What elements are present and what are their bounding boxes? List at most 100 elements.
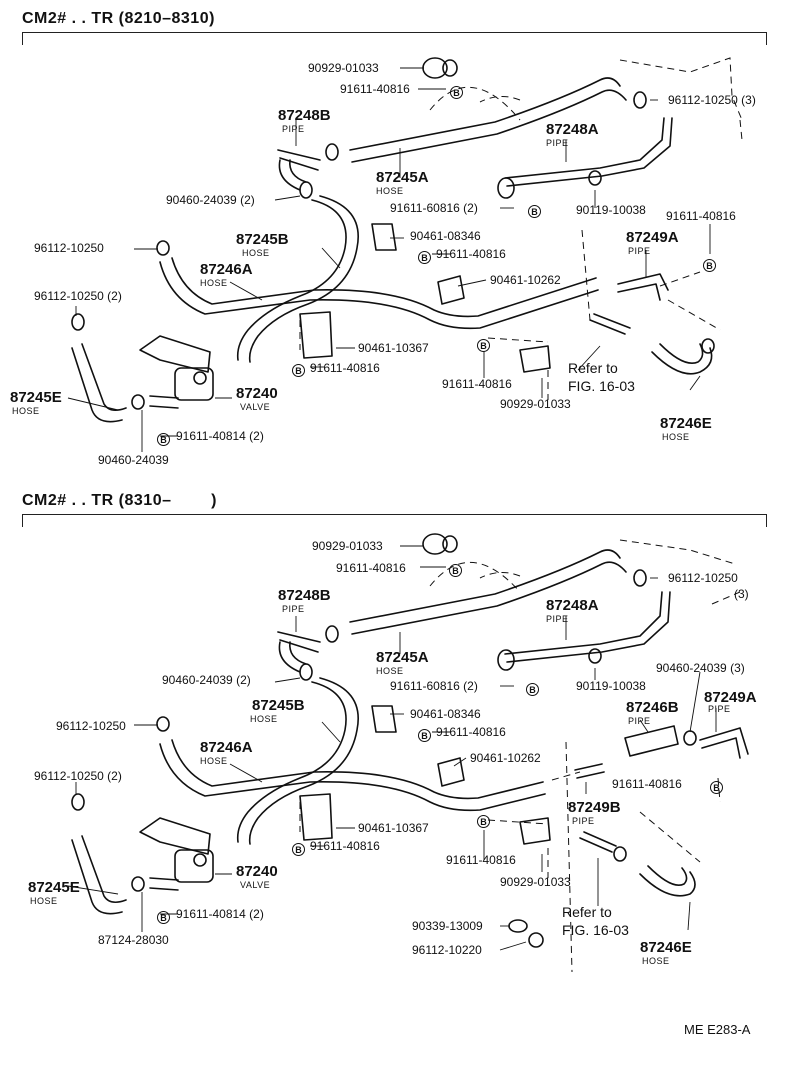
section-frame (22, 32, 767, 47)
part-87249A-type: PIPE (628, 246, 651, 256)
part-87246A-type: HOSE (200, 278, 228, 288)
part-90460-24039-2: 90460-24039 (2) (162, 673, 251, 687)
part-91611-40816: 91611-40816 (666, 209, 736, 223)
parts-drawing (67, 533, 749, 973)
part-96112-10250: 96112-10250 (34, 241, 104, 255)
part-87240: 87240 (236, 385, 278, 402)
bolt-symbol: B (292, 840, 305, 858)
bolt-symbol: B (450, 83, 463, 101)
part-87245A: 87245A (376, 169, 429, 186)
part-87248B-type: PIPE (282, 604, 305, 614)
bolt-symbol: B (157, 908, 170, 926)
part-87248A: 87248A (546, 121, 599, 138)
part-87246E: 87246E (640, 939, 692, 956)
part-96112-10250-2: 96112-10250 (2) (34, 289, 122, 303)
part-87245E: 87245E (10, 389, 62, 406)
part-91611-40814-2: 91611-40814 (2) (176, 429, 264, 443)
part-91611-40816: 91611-40816 (436, 725, 506, 739)
part-90461-10367: 90461-10367 (358, 341, 429, 355)
part-96112-10250-2: 96112-10250 (2) (34, 769, 122, 783)
part-91611-40814-2: 91611-40814 (2) (176, 907, 264, 921)
part-87246E-type: HOSE (662, 432, 690, 442)
part-96112-10250: 96112-10250 (668, 571, 738, 585)
part-91611-60816-2: 91611-60816 (2) (390, 679, 478, 693)
figure-reference: FIG. 16-03 (568, 378, 635, 394)
part-87249B: 87249B (568, 799, 621, 816)
figure-reference: FIG. 16-03 (562, 922, 629, 938)
part-87246A-type: HOSE (200, 756, 228, 766)
bolt-symbol: B (449, 561, 462, 579)
part-90461-08346: 90461-08346 (410, 707, 481, 721)
bolt-symbol: B (526, 680, 539, 698)
part-87124-28030: 87124-28030 (98, 933, 169, 947)
part-91611-40816: 91611-40816 (310, 839, 380, 853)
section-title: CM2# . . TR (8210–8310) (22, 10, 215, 27)
part-87245B-type: HOSE (250, 714, 278, 724)
part-87248A-type: PIPE (546, 614, 569, 624)
part-87246B-type: PIPE (628, 716, 651, 726)
part-90929-01033: 90929-01033 (308, 61, 379, 75)
part-90929-01033: 90929-01033 (312, 539, 383, 553)
part-91611-40816: 91611-40816 (612, 777, 682, 791)
section-frame (22, 514, 767, 529)
part-90461-10262: 90461-10262 (490, 273, 561, 287)
part-87240-type: VALVE (240, 402, 271, 412)
part-87249A: 87249A (704, 689, 757, 706)
bolt-symbol: B (292, 361, 305, 379)
refer-to-label: Refer to (562, 904, 612, 920)
part-87245B: 87245B (252, 697, 305, 714)
part-87246E: 87246E (660, 415, 712, 432)
part-91611-60816-2: 91611-60816 (2) (390, 201, 478, 215)
part-90339-13009: 90339-13009 (412, 919, 483, 933)
part-87246A: 87246A (200, 739, 253, 756)
part-90460-24039-3: 90460-24039 (3) (656, 661, 745, 675)
part-96112-10250-3: 96112-10250 (3) (668, 93, 756, 107)
part-91611-40816: 91611-40816 (446, 853, 516, 867)
part-87240: 87240 (236, 863, 278, 880)
part-90119-10038: 90119-10038 (576, 679, 646, 693)
part-87249B-type: PIPE (572, 816, 595, 826)
part-87248B: 87248B (278, 587, 331, 604)
part-87246E-type: HOSE (642, 956, 670, 966)
part-87245A-type: HOSE (376, 186, 404, 196)
part-87246A: 87246A (200, 261, 253, 278)
part-90460-24039-2: 90460-24039 (2) (166, 193, 255, 207)
part-87245A-type: HOSE (376, 666, 404, 676)
part-91611-40816: 91611-40816 (310, 361, 380, 375)
part-87240-type: VALVE (240, 880, 271, 890)
part-90461-10262: 90461-10262 (470, 751, 541, 765)
bolt-symbol: B (710, 778, 723, 796)
part-91611-40816: 91611-40816 (436, 247, 506, 261)
quantity-3: (3) (734, 587, 749, 601)
part-87248A-type: PIPE (546, 138, 569, 148)
part-90929-01033: 90929-01033 (500, 397, 571, 411)
parts-drawing (67, 57, 743, 452)
part-90119-10038: 90119-10038 (576, 203, 646, 217)
bolt-symbol: B (477, 812, 490, 830)
part-87245B-type: HOSE (242, 248, 270, 258)
part-91611-40816: 91611-40816 (336, 561, 406, 575)
part-96112-10220: 96112-10220 (412, 943, 482, 957)
part-91611-40816: 91611-40816 (340, 82, 410, 96)
section-title: CM2# . . TR (8310– ) (22, 492, 217, 509)
part-87249A-type: PIPE (708, 704, 731, 714)
part-96112-10250: 96112-10250 (56, 719, 126, 733)
part-87245B: 87245B (236, 231, 289, 248)
bolt-symbol: B (477, 336, 490, 354)
part-87245E: 87245E (28, 879, 80, 896)
bolt-symbol: B (418, 248, 431, 266)
figure-code: ME E283-A (684, 1022, 751, 1037)
part-87246B: 87246B (626, 699, 679, 716)
part-87248B-type: PIPE (282, 124, 305, 134)
part-91611-40816: 91611-40816 (442, 377, 512, 391)
part-87248B: 87248B (278, 107, 331, 124)
bolt-symbol: B (418, 726, 431, 744)
bolt-symbol: B (703, 256, 716, 274)
part-90460-24039: 90460-24039 (98, 453, 169, 467)
part-87248A: 87248A (546, 597, 599, 614)
refer-to-label: Refer to (568, 360, 618, 376)
part-90929-01033: 90929-01033 (500, 875, 571, 889)
part-90461-10367: 90461-10367 (358, 821, 429, 835)
part-87249A: 87249A (626, 229, 679, 246)
part-87245A: 87245A (376, 649, 429, 666)
